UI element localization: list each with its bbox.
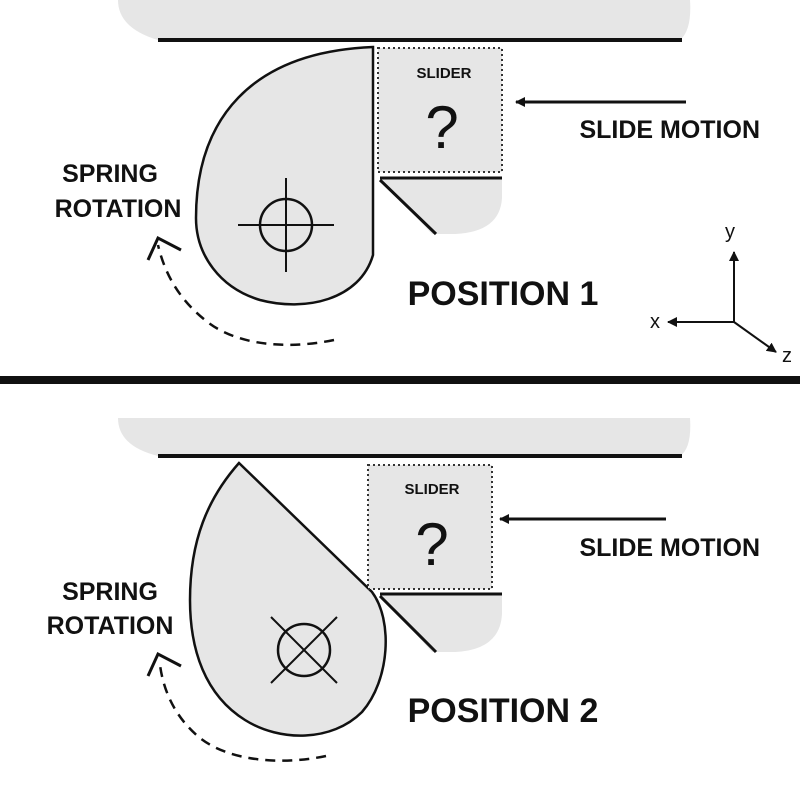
spring-rotation-arrow-icon (156, 244, 335, 347)
spring-label-line2: ROTATION (55, 195, 182, 223)
axis-x-label: x (650, 311, 660, 333)
axis-z-label: z (782, 345, 792, 367)
pivot-crosshair-icon (238, 178, 334, 272)
spring-label-line1: SPRING (62, 160, 158, 188)
slider-box (367, 464, 493, 590)
position-1-title: POSITION 1 (408, 275, 599, 313)
slider-box (377, 47, 503, 173)
guide-block (380, 594, 502, 652)
spring-label-line2: ROTATION (47, 612, 174, 640)
slide-motion-label: SLIDE MOTION (579, 116, 760, 144)
axes-icon (667, 251, 777, 353)
spring-rotation-arrow-icon (158, 664, 327, 762)
axis-y-label: y (725, 221, 735, 243)
slider-unknown-mark: ? (425, 94, 458, 161)
panel-divider (0, 376, 800, 384)
housing-block (118, 0, 691, 40)
spring-rotation-arrowhead-icon (146, 235, 182, 261)
slider-unknown-mark: ? (415, 511, 448, 578)
pivot-x-circle-icon (270, 616, 338, 684)
slide-motion-label: SLIDE MOTION (579, 534, 760, 562)
cam-pawl (188, 461, 387, 737)
guide-block (380, 178, 502, 234)
position-1-panel: SLIDER ? SLIDE MOTION SPRING ROTATION PO… (55, 0, 792, 367)
guide-bevel-edge (378, 178, 438, 236)
spring-label-line1: SPRING (62, 578, 158, 606)
slider-label: SLIDER (404, 481, 459, 498)
position-2-panel: SLIDER ? SLIDE MOTION SPRING ROTATION PO… (47, 418, 760, 762)
position-2-title: POSITION 2 (408, 692, 599, 730)
cam-pawl (194, 45, 375, 306)
housing-block (118, 418, 691, 456)
slider-label: SLIDER (416, 65, 471, 82)
guide-bevel-edge (378, 594, 438, 654)
spring-rotation-arrowhead-icon (146, 651, 182, 677)
